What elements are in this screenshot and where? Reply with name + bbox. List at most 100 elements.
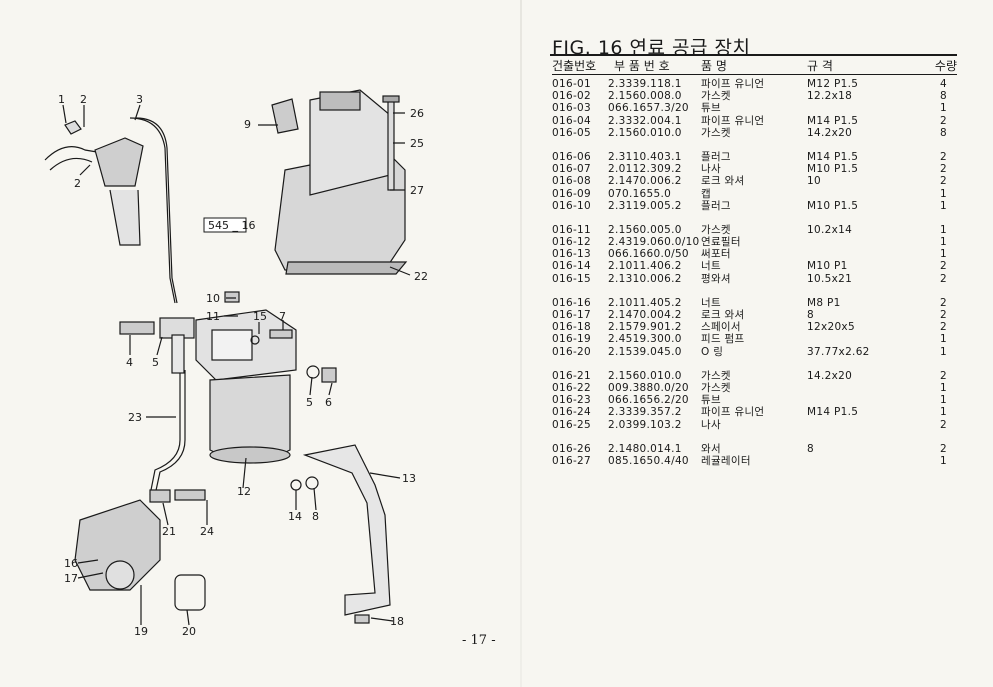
cell-spec <box>807 188 927 200</box>
callout-22: 22 <box>414 270 428 283</box>
cell-qty: 2 <box>940 369 947 382</box>
cell-ref-no: 016-03 <box>552 102 591 115</box>
callout-8: 8 <box>312 510 319 523</box>
cell-part-no: 070.1655.0 <box>608 187 672 200</box>
header-qty: 수량 <box>934 59 957 73</box>
cell-ref-no: 016-16 <box>552 296 591 309</box>
cell-name: 로크 와셔 <box>701 175 745 188</box>
cell-ref-no: 016-08 <box>552 175 591 188</box>
cell-part-no: 2.3332.004.1 <box>608 114 682 127</box>
cell-spec <box>807 333 927 345</box>
callout-23: 23 <box>128 411 142 424</box>
figure-box-label: 545 _ 16 <box>208 219 256 232</box>
callout-17: 17 <box>64 572 78 585</box>
cell-part-no: 2.4519.300.0 <box>608 333 682 346</box>
cell-name: 피드 펌프 <box>701 333 745 346</box>
cell-ref-no: 016-06 <box>552 150 591 163</box>
cell-spec <box>807 248 927 260</box>
cell-name: 레귤레이터 <box>701 454 751 467</box>
callout-13: 13 <box>402 472 416 485</box>
callout-19: 19 <box>134 625 148 638</box>
cell-ref-no: 016-17 <box>552 309 591 321</box>
title-rule <box>550 54 957 56</box>
cell-name: 스페이서 <box>701 321 741 334</box>
cell-part-no: 2.0399.103.2 <box>608 418 682 431</box>
cell-part-no: 066.1660.0/50 <box>608 248 689 261</box>
cell-name: 가스켓 <box>701 381 731 394</box>
cell-name: 너트 <box>701 260 721 273</box>
cell-part-no: 2.1579.901.2 <box>608 321 682 334</box>
cell-spec: 14.2x20 <box>807 369 853 382</box>
cell-name: 써포터 <box>701 248 731 261</box>
callout-12: 12 <box>237 485 251 498</box>
callout-24: 24 <box>200 525 214 538</box>
callout-16: 16 <box>64 557 78 570</box>
exploded-parts-diagram: 545 _ 16 1 2 3 2 9 26 25 27 22 10 11 15 … <box>44 89 428 638</box>
cell-spec <box>807 394 927 406</box>
cell-spec: M14 P1.5 <box>807 406 859 419</box>
cell-spec <box>807 382 927 394</box>
cell-name: 튜브 <box>701 102 721 115</box>
cell-name: 연료필터 <box>701 236 741 249</box>
cell-qty: 1 <box>940 454 947 467</box>
cell-part-no: 066.1657.3/20 <box>608 102 689 115</box>
cell-name: 튜브 <box>701 394 721 407</box>
callout-2: 2 <box>80 93 87 106</box>
cell-name: 가스켓 <box>701 223 731 236</box>
cell-qty: 2 <box>940 418 947 431</box>
header-part-no: 부 품 번 호 <box>614 59 670 73</box>
callout-6: 6 <box>325 396 332 409</box>
cell-spec: 10 <box>807 175 821 188</box>
cell-part-no: 2.1560.005.0 <box>608 223 682 236</box>
cell-name: 나사 <box>701 418 721 431</box>
cell-ref-no: 016-02 <box>552 90 591 103</box>
cell-qty: 2 <box>940 260 947 273</box>
cell-spec <box>807 236 927 248</box>
cell-part-no: 009.3880.0/20 <box>608 381 689 394</box>
cell-part-no: 2.4319.060.0/10 <box>608 236 700 249</box>
cell-qty: 2 <box>940 309 947 321</box>
cell-qty: 2 <box>940 442 947 455</box>
cell-qty: 1 <box>940 187 947 200</box>
callout-18: 18 <box>390 615 404 628</box>
cell-ref-no: 016-23 <box>552 394 591 407</box>
header-spec: 규 격 <box>807 59 833 73</box>
cell-part-no: 2.3119.005.2 <box>608 199 682 212</box>
page-number: - 17 - <box>462 633 496 648</box>
cell-ref-no: 016-22 <box>552 381 591 394</box>
cell-spec: 10.5x21 <box>807 272 853 285</box>
cell-ref-no: 016-04 <box>552 114 591 127</box>
callout-27: 27 <box>410 184 424 197</box>
cell-name: 가스켓 <box>701 126 731 139</box>
table-header: 건출번호 부 품 번 호 품 명 규 격 수량 <box>552 58 957 75</box>
cell-ref-no: 016-19 <box>552 333 591 346</box>
cell-qty: 1 <box>940 236 947 249</box>
cell-part-no: 2.1470.004.2 <box>608 309 682 321</box>
cell-spec: 37.77x2.62 <box>807 345 870 358</box>
cell-ref-no: 016-07 <box>552 163 591 176</box>
header-ref-no: 건출번호 <box>552 59 597 73</box>
cell-part-no: 2.1560.010.0 <box>608 369 682 382</box>
callout-26: 26 <box>410 107 424 120</box>
callout-11: 11 <box>206 310 220 323</box>
cell-spec <box>807 455 927 467</box>
